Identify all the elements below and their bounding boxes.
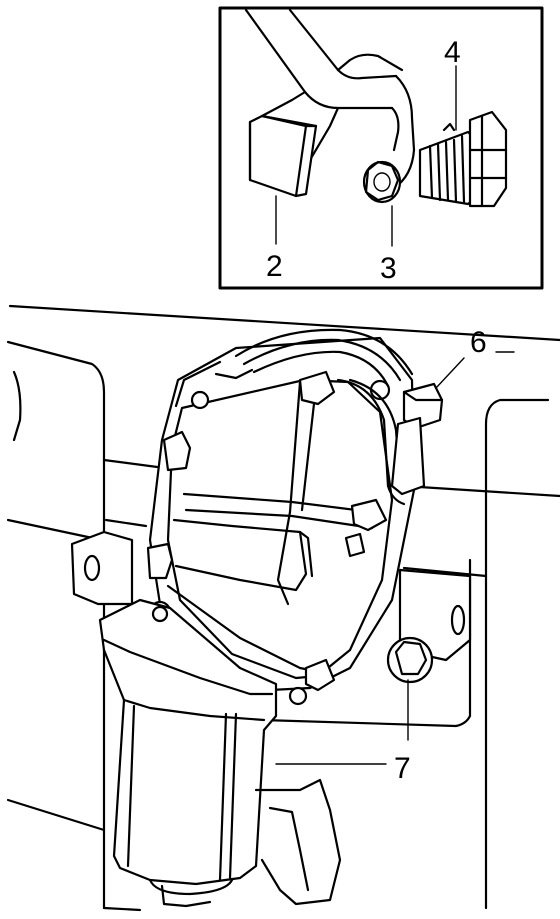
drive-shaft-stub [248, 114, 318, 198]
electrical-connector [390, 382, 444, 496]
detail-inset: 2 3 4 [218, 6, 544, 290]
right-mounting-bracket [398, 568, 472, 662]
inset-frame [218, 6, 544, 290]
left-mounting-bracket [70, 530, 134, 606]
leader-6 [435, 357, 465, 389]
housing-clips [146, 370, 388, 692]
threaded-bolt [418, 110, 508, 208]
wiper-motor [98, 598, 278, 908]
callout-3: 3 [380, 252, 397, 285]
motor-shadow-bracket [254, 778, 342, 906]
body-panel [6, 304, 560, 912]
crank-nut [362, 160, 402, 204]
callout-2: 2 [266, 250, 283, 283]
wiring-harness [234, 328, 414, 506]
main-assembly-view: 6 7 [6, 304, 560, 912]
callout-6: 6 [470, 326, 487, 359]
callout-7: 7 [394, 752, 411, 785]
mounting-bolt [386, 636, 434, 684]
callout-4: 4 [444, 36, 461, 69]
